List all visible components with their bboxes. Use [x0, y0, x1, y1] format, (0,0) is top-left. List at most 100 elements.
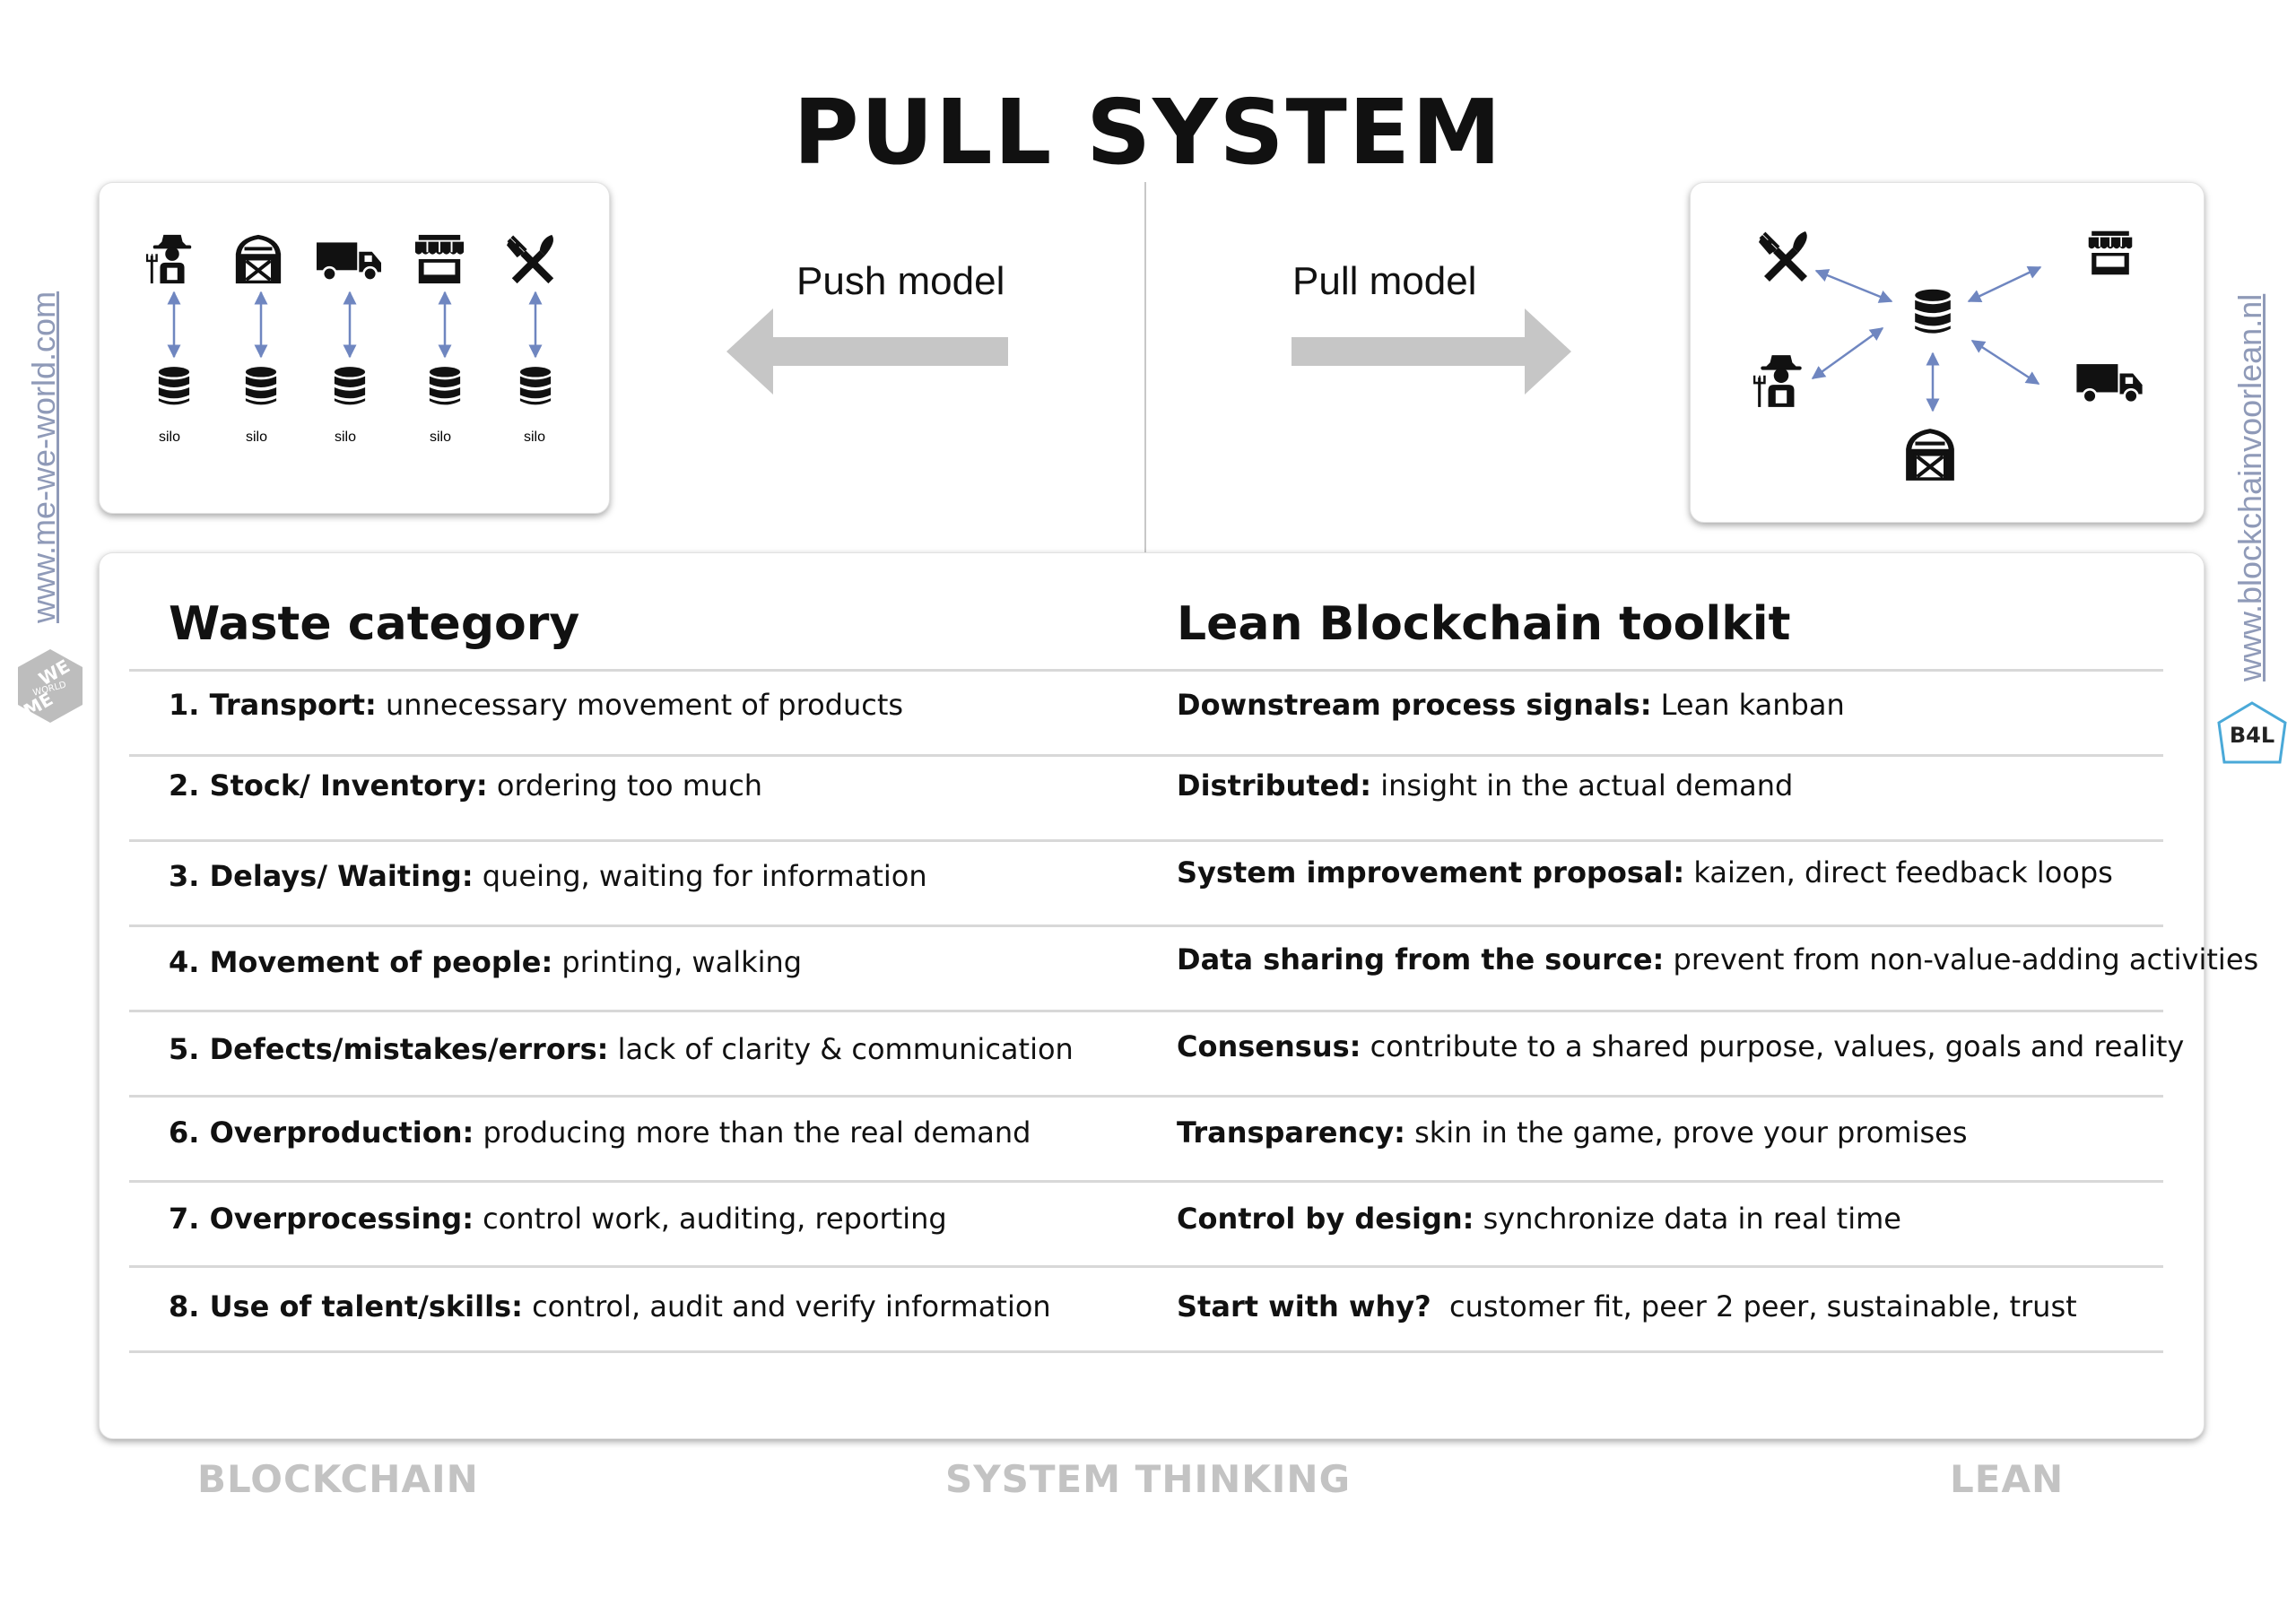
barn-icon [233, 233, 283, 285]
toolkit-row-title: Transparency: [1177, 1115, 1405, 1150]
waste-row-description: lack of clarity & communication [608, 1032, 1074, 1066]
row-divider [129, 839, 2163, 842]
toolkit-row-description: insight in the actual demand [1371, 768, 1794, 803]
waste-row: 6. Overproduction: producing more than t… [169, 1115, 1031, 1150]
me-we-world-link[interactable]: www.me-we-world.com [25, 291, 62, 623]
pull-arrow-icon [1292, 308, 1571, 395]
row-divider [129, 1350, 2163, 1353]
toolkit-row-description: synchronize data in real time [1474, 1202, 1901, 1236]
toolkit-row-description: kaizen, direct feedback loops [1684, 855, 2113, 890]
toolkit-row-description: prevent from non-value-adding activities [1664, 942, 2259, 976]
row-divider [129, 1010, 2163, 1012]
toolkit-row: Control by design: synchronize data in r… [1177, 1201, 1901, 1237]
footer-lean: LEAN [1950, 1457, 2065, 1501]
waste-row-description: ordering too much [487, 768, 763, 803]
pull-model-diagram [1753, 230, 2143, 522]
toolkit-row: Downstream process signals: Lean kanban [1177, 687, 1845, 723]
push-model-diagram: silo silo silo silo silo [146, 233, 556, 445]
waste-category-heading: Waste category [169, 597, 580, 651]
connection-arrow [1967, 265, 2042, 303]
page-title: PULL SYSTEM [793, 80, 1503, 185]
waste-row-title: 8. Use of talent/skills: [169, 1289, 523, 1324]
toolkit-row: Start with why? customer fit, peer 2 pee… [1177, 1289, 2077, 1324]
toolkit-row-description: skin in the game, prove your promises [1405, 1115, 1968, 1150]
silo-label: silo [524, 430, 545, 445]
pull-model-label: Pull model [1292, 259, 1477, 303]
toolkit-heading: Lean Blockchain toolkit [1177, 597, 1791, 651]
waste-row-description: control, audit and verify information [522, 1289, 1051, 1324]
shop-icon [2087, 230, 2134, 276]
toolkit-row-title: Downstream process signals: [1177, 688, 1652, 722]
b4l-logo: B4L [2217, 701, 2287, 764]
silo-label: silo [159, 430, 180, 445]
row-divider [129, 754, 2163, 757]
waste-row-title: 4. Movement of people: [169, 945, 553, 979]
main-table-card [99, 552, 2205, 1439]
toolkit-row-description: customer fit, peer 2 peer, sustainable, … [1431, 1289, 2077, 1324]
silo-label: silo [246, 430, 267, 445]
pull-model-card [1690, 182, 2205, 523]
waste-row: 7. Overprocessing: control work, auditin… [169, 1201, 947, 1237]
database-icon [1915, 289, 1951, 334]
waste-row: 3. Delays/ Waiting: queing, waiting for … [169, 858, 927, 894]
fork-knife-icon [507, 233, 556, 285]
waste-row: 5. Defects/mistakes/errors: lack of clar… [169, 1031, 1074, 1067]
toolkit-row: Distributed: insight in the actual deman… [1177, 768, 1793, 803]
farmer-icon [146, 233, 193, 285]
silo-label: silo [335, 430, 356, 445]
connection-arrow [1811, 326, 1884, 380]
waste-row: 2. Stock/ Inventory: ordering too much [169, 768, 762, 803]
waste-row: 4. Movement of people: printing, walking [169, 944, 802, 980]
database-icon [429, 367, 461, 405]
barn-icon [1906, 429, 1954, 481]
waste-row-title: 5. Defects/mistakes/errors: [169, 1032, 609, 1066]
database-icon [334, 367, 366, 405]
waste-row-title: 6. Overproduction: [169, 1115, 474, 1150]
waste-row-description: producing more than the real demand [474, 1115, 1031, 1150]
push-arrow-icon [726, 308, 1008, 395]
truck-icon [2076, 362, 2143, 404]
waste-row-description: control work, auditing, reporting [474, 1202, 947, 1236]
connection-arrow [1970, 339, 2040, 386]
toolkit-row: Data sharing from the source: prevent fr… [1177, 942, 2258, 977]
row-divider [129, 1180, 2163, 1183]
waste-row-title: 1. Transport: [169, 688, 377, 722]
push-model-label: Push model [796, 259, 1005, 303]
row-divider [129, 1095, 2163, 1098]
waste-row-title: 2. Stock/ Inventory: [169, 768, 488, 803]
toolkit-row-title: System improvement proposal: [1177, 855, 1685, 890]
blockchainvoorlean-link[interactable]: www.blockchainvoorlean.nl [2231, 293, 2268, 681]
waste-row-description: printing, walking [552, 945, 803, 979]
push-model-card: silo silo silo silo silo [99, 182, 610, 514]
database-icon [519, 367, 552, 405]
footer-system-thinking: SYSTEM THINKING [945, 1457, 1352, 1501]
toolkit-row-title: Start with why? [1177, 1289, 1431, 1324]
waste-row-description: unnecessary movement of products [376, 688, 904, 722]
footer-blockchain: BLOCKCHAIN [197, 1457, 479, 1501]
toolkit-row-title: Data sharing from the source: [1177, 942, 1665, 976]
toolkit-row: System improvement proposal: kaizen, dir… [1177, 855, 2113, 890]
waste-row: 8. Use of talent/skills: control, audit … [169, 1289, 1051, 1324]
waste-row: 1. Transport: unnecessary movement of pr… [169, 687, 903, 723]
waste-row-title: 3. Delays/ Waiting: [169, 859, 474, 893]
toolkit-row-description: Lean kanban [1651, 688, 1845, 722]
toolkit-row-title: Consensus: [1177, 1029, 1361, 1063]
toolkit-row-description: contribute to a shared purpose, values, … [1361, 1029, 2185, 1063]
fork-knife-icon [1759, 230, 1809, 283]
database-icon [158, 367, 190, 405]
row-divider [129, 669, 2163, 672]
connection-arrow [1814, 269, 1893, 303]
waste-row-description: queing, waiting for information [473, 859, 927, 893]
row-divider [129, 924, 2163, 927]
shop-icon [413, 233, 465, 285]
toolkit-row-title: Distributed: [1177, 768, 1372, 803]
me-we-world-logo: WE WORLD ME [18, 649, 83, 723]
silo-label: silo [430, 430, 451, 445]
toolkit-row-title: Control by design: [1177, 1202, 1474, 1236]
logo-text: B4L [2230, 723, 2274, 748]
toolkit-row: Transparency: skin in the game, prove yo… [1177, 1115, 1967, 1150]
farmer-icon [1753, 353, 1804, 409]
truck-icon [317, 241, 381, 282]
database-icon [245, 367, 277, 405]
waste-row-title: 7. Overprocessing: [169, 1202, 474, 1236]
